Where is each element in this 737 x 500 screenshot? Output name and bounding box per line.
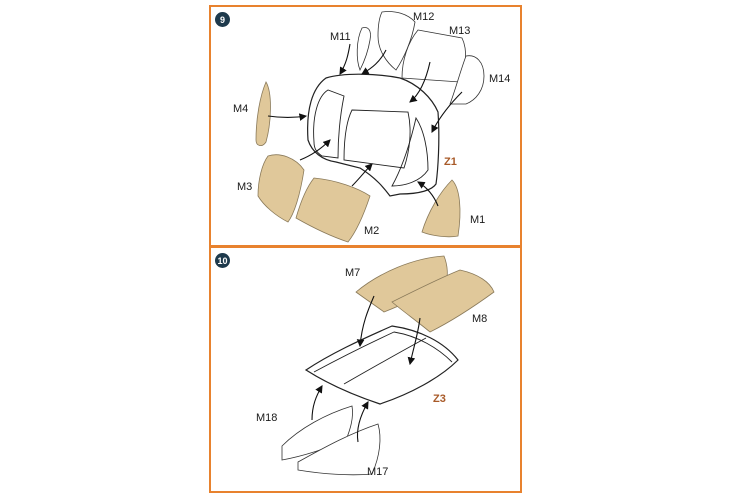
arrow-m13 xyxy=(409,61,431,103)
part-m18-shape xyxy=(281,405,353,461)
arrow-m11 xyxy=(339,43,351,75)
label-m14: M14 xyxy=(489,73,510,85)
label-m17: M17 xyxy=(367,466,388,478)
part-m11-shape xyxy=(356,27,371,71)
label-m1: M1 xyxy=(470,214,485,226)
arrow-m7 xyxy=(356,295,375,348)
part-m3-shape xyxy=(257,154,305,223)
part-m1-shape xyxy=(421,179,461,238)
arrow-m1 xyxy=(417,181,439,207)
step-10-number-badge: 10 xyxy=(215,253,230,268)
roof-frame-edge xyxy=(313,331,453,373)
arrow-m8 xyxy=(407,317,421,366)
step-9-number-badge: 9 xyxy=(215,12,230,27)
part-m2-shape xyxy=(295,177,371,243)
arrow-m12 xyxy=(361,49,387,75)
arrow-m18 xyxy=(311,385,323,421)
part-m14-shape xyxy=(449,55,485,105)
label-m11: M11 xyxy=(330,31,351,43)
arrow-m14 xyxy=(431,91,463,133)
subassembly-label-z1: Z1 xyxy=(444,156,457,168)
arrow-m4 xyxy=(267,113,308,121)
label-m7: M7 xyxy=(345,267,360,279)
label-m2: M2 xyxy=(364,225,379,237)
part-m17-shape xyxy=(297,423,381,476)
subassembly-label-z3: Z3 xyxy=(433,393,446,405)
label-m12: M12 xyxy=(413,11,434,23)
part-m12-shape xyxy=(377,11,416,71)
canopy-window-left xyxy=(313,89,345,159)
label-m13: M13 xyxy=(449,25,470,37)
label-m4: M4 xyxy=(233,103,248,115)
part-m8-shape xyxy=(391,269,495,333)
arrow-m2 xyxy=(351,163,373,187)
label-m3: M3 xyxy=(237,181,252,193)
canopy-window-right xyxy=(391,116,429,187)
arrow-m17 xyxy=(356,401,369,443)
part-m4-shape xyxy=(255,81,271,146)
label-m8: M8 xyxy=(472,313,487,325)
arrow-m3 xyxy=(299,139,331,161)
canopy-frame-z1 xyxy=(307,73,440,197)
roof-frame-divider xyxy=(343,337,427,385)
canopy-window-front xyxy=(343,109,411,169)
label-m18: M18 xyxy=(256,412,277,424)
